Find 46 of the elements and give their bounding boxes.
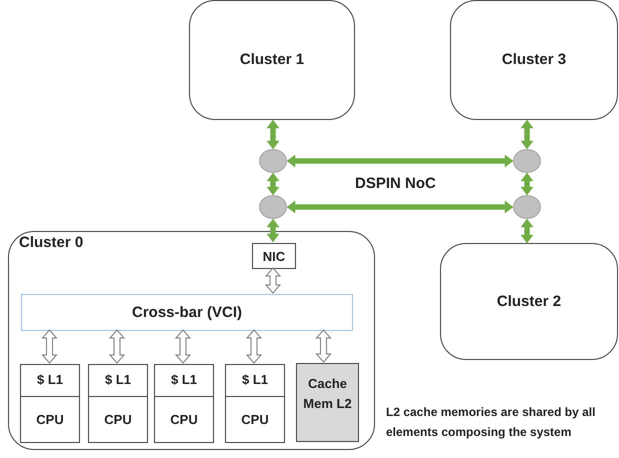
cluster-box xyxy=(450,0,618,120)
double-arrow xyxy=(246,329,262,364)
processor-label: CPU xyxy=(35,412,65,427)
double-arrow xyxy=(286,200,514,214)
router-node xyxy=(513,195,541,219)
network-label: DSPIN NoC xyxy=(355,175,436,192)
double-arrow xyxy=(108,329,126,364)
double-arrow xyxy=(520,218,534,244)
crossbar-box xyxy=(21,294,353,331)
double-arrow xyxy=(266,120,280,150)
interface-box xyxy=(252,243,296,269)
processor-box xyxy=(225,364,285,443)
cluster-title: Cluster 2 xyxy=(496,292,562,310)
processor-box xyxy=(20,364,80,443)
processor-label: CPU xyxy=(169,412,199,427)
double-arrow xyxy=(520,120,534,150)
interface-label: NIC xyxy=(262,249,286,264)
cache-memory-label: Cache Mem L2 xyxy=(302,375,353,413)
router-node xyxy=(259,149,287,173)
cluster-title: Cluster 3 xyxy=(500,51,568,68)
double-arrow xyxy=(174,329,192,364)
cache-label: $ L1 xyxy=(36,372,64,387)
cache-memory-box xyxy=(296,363,359,442)
double-arrow xyxy=(286,154,514,168)
processor-label: CPU xyxy=(240,412,270,427)
cache-label: $ L1 xyxy=(240,372,269,387)
cluster-box xyxy=(440,243,618,360)
double-arrow xyxy=(315,329,332,363)
processor-box xyxy=(88,364,148,443)
note-text: L2 cache memories are shared by all elements composing the system xyxy=(386,404,596,441)
cluster-title: Cluster 0 xyxy=(19,234,84,251)
double-arrow xyxy=(41,329,58,364)
router-node xyxy=(259,195,287,219)
cluster-box xyxy=(8,231,375,450)
double-arrow xyxy=(264,267,282,294)
cluster-title: Cluster 1 xyxy=(238,51,306,68)
processor-label: CPU xyxy=(103,412,133,427)
cache-label: $ L1 xyxy=(170,372,198,387)
processor-box xyxy=(154,364,214,443)
double-arrow xyxy=(266,172,280,196)
cache-label: $ L1 xyxy=(104,372,132,387)
double-arrow xyxy=(520,172,534,196)
crossbar-label: Cross-bar (VCI) xyxy=(130,304,244,321)
router-node xyxy=(513,149,541,173)
double-arrow xyxy=(266,218,280,242)
cluster-box xyxy=(189,0,355,120)
